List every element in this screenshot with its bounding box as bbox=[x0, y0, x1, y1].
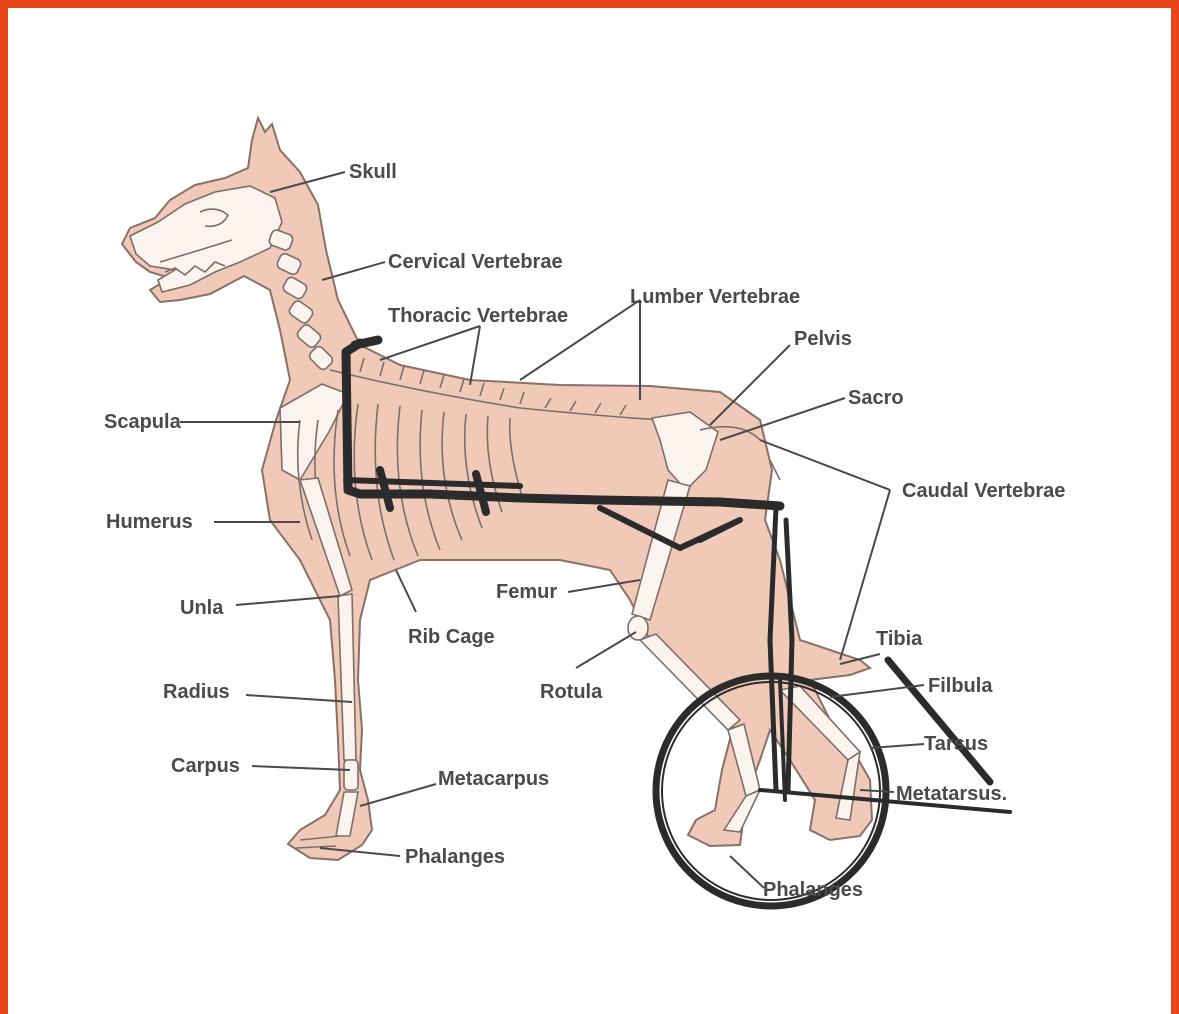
label-cervical-vertebrae: Cervical Vertebrae bbox=[388, 251, 563, 273]
label-sacro: Sacro bbox=[848, 387, 904, 409]
label-carpus: Carpus bbox=[171, 755, 240, 777]
label-humerus: Humerus bbox=[106, 511, 193, 533]
label-metacarpus: Metacarpus bbox=[438, 768, 549, 790]
label-unla: Unla bbox=[180, 597, 224, 619]
label-pelvis: Pelvis bbox=[794, 328, 852, 350]
label-scapula: Scapula bbox=[104, 411, 182, 433]
label-rotula: Rotula bbox=[540, 681, 603, 703]
label-tarsus: Tarsus bbox=[924, 733, 988, 755]
label-thoracic-vertebrae: Thoracic Vertebrae bbox=[388, 305, 568, 327]
label-lumber-vertebrae: Lumber Vertebrae bbox=[630, 286, 800, 308]
label-skull: Skull bbox=[349, 161, 397, 183]
label-radius: Radius bbox=[163, 681, 230, 703]
label-caudal-vertebrae: Caudal Vertebrae bbox=[902, 480, 1065, 502]
label-tibia: Tibia bbox=[876, 628, 923, 650]
label-phalanges-rear: Phalanges bbox=[763, 879, 863, 901]
label-metatarsus: Metatarsus. bbox=[896, 783, 1007, 805]
label-phalanges-front: Phalanges bbox=[405, 846, 505, 868]
label-filbula: Filbula bbox=[928, 675, 993, 697]
label-rib-cage: Rib Cage bbox=[408, 626, 495, 648]
label-femur: Femur bbox=[496, 581, 557, 603]
